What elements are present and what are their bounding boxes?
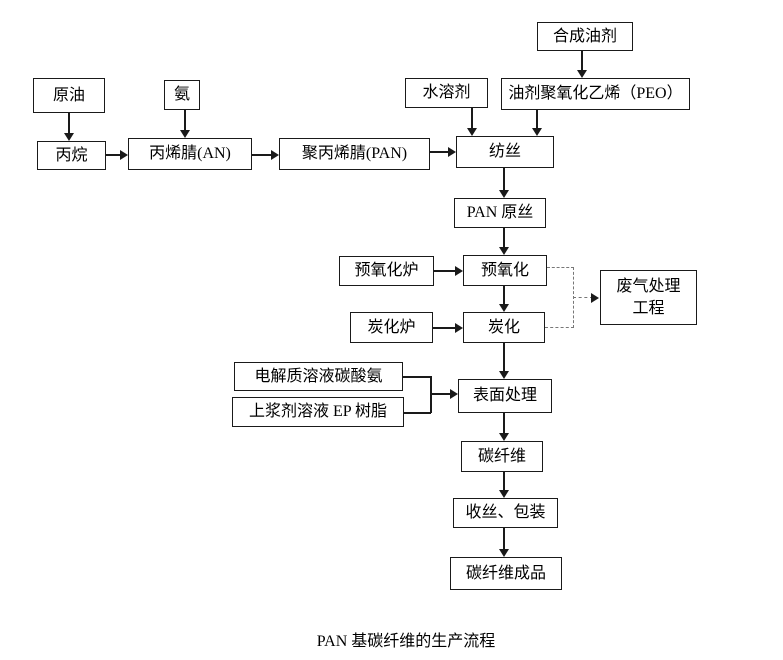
node-label: 炭化炉 — [367, 318, 416, 336]
node-label: 预氧化 — [480, 261, 529, 279]
arrowhead-down — [499, 247, 509, 255]
arrowhead-down — [467, 128, 477, 136]
diagram-caption: PAN 基碳纤维的生产流程 — [316, 633, 496, 650]
node-label: 碳纤维 — [477, 447, 526, 465]
dashed-line-from-carbonization — [545, 327, 574, 328]
arrowhead-down — [499, 190, 509, 198]
arrowhead-right — [120, 150, 128, 160]
node-label: 表面处理 — [472, 387, 537, 405]
node-label: 纺丝 — [488, 143, 521, 161]
node-spinning: 纺丝 — [456, 136, 554, 168]
arrowhead-down — [499, 549, 509, 557]
connector-line — [430, 151, 449, 153]
connector-line — [471, 108, 473, 129]
node-label: PAN 原丝 — [466, 204, 534, 222]
node-waste-gas-treatment: 废气处理 工程 — [600, 270, 697, 325]
node-label: 氨 — [173, 86, 190, 104]
node-preoxidation: 预氧化 — [463, 255, 547, 286]
node-label: 丙烷 — [55, 146, 88, 164]
node-water-solvent: 水溶剂 — [405, 78, 488, 108]
node-ammonia: 氨 — [164, 80, 200, 110]
arrowhead-right — [455, 266, 463, 276]
arrowhead-down — [64, 133, 74, 141]
node-winding-packaging: 收丝、包装 — [453, 498, 558, 528]
arrowhead-down — [499, 371, 509, 379]
dashed-line-to-waste-gas — [573, 297, 593, 298]
node-carbon-fiber: 碳纤维 — [461, 441, 543, 472]
node-surface-treatment: 表面处理 — [458, 379, 552, 413]
node-sizing-solution: 上浆剂溶液 EP 树脂 — [232, 397, 404, 427]
node-polyacrylonitrile: 聚丙烯腈(PAN) — [279, 138, 430, 170]
node-label: 碳纤维成品 — [465, 564, 546, 582]
arrowhead-down — [577, 70, 587, 78]
node-acrylonitrile: 丙烯腈(AN) — [128, 138, 252, 170]
connector-line — [503, 228, 505, 248]
node-label-line1: 废气处理 — [616, 277, 681, 295]
node-propane: 丙烷 — [37, 141, 106, 170]
connector-line — [581, 51, 583, 71]
node-label: 上浆剂溶液 EP 树脂 — [248, 403, 388, 421]
connector-line — [252, 154, 272, 156]
arrowhead-down — [499, 490, 509, 498]
node-pan-precursor: PAN 原丝 — [454, 198, 546, 228]
connector-line — [503, 528, 505, 550]
connector-line — [503, 472, 505, 491]
node-label: 水溶剂 — [422, 84, 471, 102]
connector-line — [106, 154, 121, 156]
connector-line — [184, 110, 186, 131]
connector-line — [68, 113, 70, 134]
node-label: 预氧化炉 — [354, 262, 419, 280]
arrowhead-down — [532, 128, 542, 136]
connector-line — [536, 110, 538, 129]
node-synthetic-oil: 合成油剂 — [537, 22, 633, 51]
arrowhead-right — [450, 389, 458, 399]
connector-line — [434, 270, 456, 272]
connector-line — [503, 343, 505, 372]
node-label: 合成油剂 — [552, 27, 617, 45]
node-label: 炭化 — [487, 318, 520, 336]
node-carbonization: 炭化 — [463, 312, 545, 343]
connector-line — [503, 286, 505, 305]
node-preoxidation-furnace: 预氧化炉 — [339, 256, 434, 286]
node-label: 收丝、包装 — [465, 504, 546, 522]
node-label: 电解质溶液碳酸氨 — [254, 367, 383, 385]
bracket-top-line — [403, 376, 431, 378]
node-label: 油剂聚氧化乙烯（PEO） — [508, 85, 683, 103]
arrowhead-right — [271, 150, 279, 160]
node-peo-oil: 油剂聚氧化乙烯（PEO） — [501, 78, 690, 110]
connector-line — [503, 168, 505, 191]
bracket-bottom-line — [404, 412, 431, 414]
node-label: 原油 — [52, 86, 85, 104]
arrowhead-down — [180, 130, 190, 138]
arrowhead-down — [499, 304, 509, 312]
bracket-vertical-line — [430, 376, 432, 413]
node-electrolyte-solution: 电解质溶液碳酸氨 — [234, 362, 403, 391]
arrowhead-right — [455, 323, 463, 333]
arrowhead-down — [499, 433, 509, 441]
node-label-line2: 工程 — [632, 299, 665, 317]
dashed-line-from-preoxidation — [547, 267, 574, 268]
node-carbonization-furnace: 炭化炉 — [350, 312, 433, 343]
arrowhead-right — [448, 147, 456, 157]
node-label: 聚丙烯腈(PAN) — [301, 145, 408, 163]
connector-line — [430, 393, 451, 395]
node-label: 丙烯腈(AN) — [149, 145, 231, 163]
node-crude-oil: 原油 — [33, 78, 105, 113]
connector-line — [433, 327, 456, 329]
arrowhead-right — [591, 293, 599, 303]
connector-line — [503, 413, 505, 434]
node-finished-product: 碳纤维成品 — [450, 557, 562, 590]
